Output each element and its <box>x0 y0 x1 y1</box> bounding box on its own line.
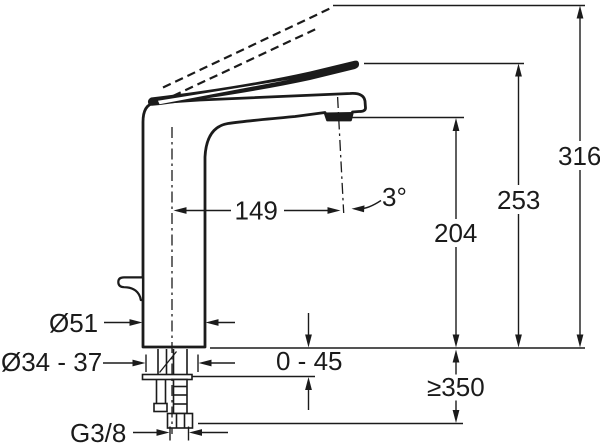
label-outlet-height: 204 <box>434 218 477 248</box>
label-max-height: 316 <box>558 141 600 171</box>
dim-outlet-height <box>452 118 460 348</box>
hex-nut <box>166 412 194 429</box>
aerator-outlet <box>325 112 353 120</box>
popup-drain-lever <box>117 276 145 302</box>
label-deck-thickness: 0 - 45 <box>276 346 343 376</box>
label-spout-top-height: 253 <box>497 185 540 215</box>
supply-tube <box>172 378 188 415</box>
label-body-diameter: Ø51 <box>49 308 98 338</box>
label-mounting-hole: Ø34 - 37 <box>1 347 102 377</box>
dimension-labels: 149 3° 204 253 316 Ø51 Ø34 - 37 0 - 45 ≥… <box>1 141 600 445</box>
dim-max-height <box>576 5 584 348</box>
label-min-clearance: ≥350 <box>427 372 485 402</box>
dim-supply-thread <box>133 426 228 441</box>
dim-body-diameter <box>104 319 235 326</box>
dim-deck-thickness <box>305 313 312 410</box>
label-spout-reach: 149 <box>235 196 278 226</box>
dim-spout-top-height <box>515 63 522 348</box>
mounting-shank <box>141 349 194 429</box>
dim-mounting-hole <box>103 354 235 372</box>
label-stream-angle: 3° <box>382 182 407 212</box>
dim-spout-reach <box>173 207 341 214</box>
stream-centerline <box>336 96 345 214</box>
reference-lines <box>192 4 585 425</box>
handle-lever <box>147 60 360 106</box>
clamp-stud-foot <box>153 402 168 413</box>
label-supply-thread: G3/8 <box>70 418 126 445</box>
dim-min-clearance <box>452 349 460 423</box>
handle-raised-dashed <box>162 7 332 97</box>
centerlines <box>171 96 345 434</box>
dim-stream-angle <box>351 199 382 213</box>
